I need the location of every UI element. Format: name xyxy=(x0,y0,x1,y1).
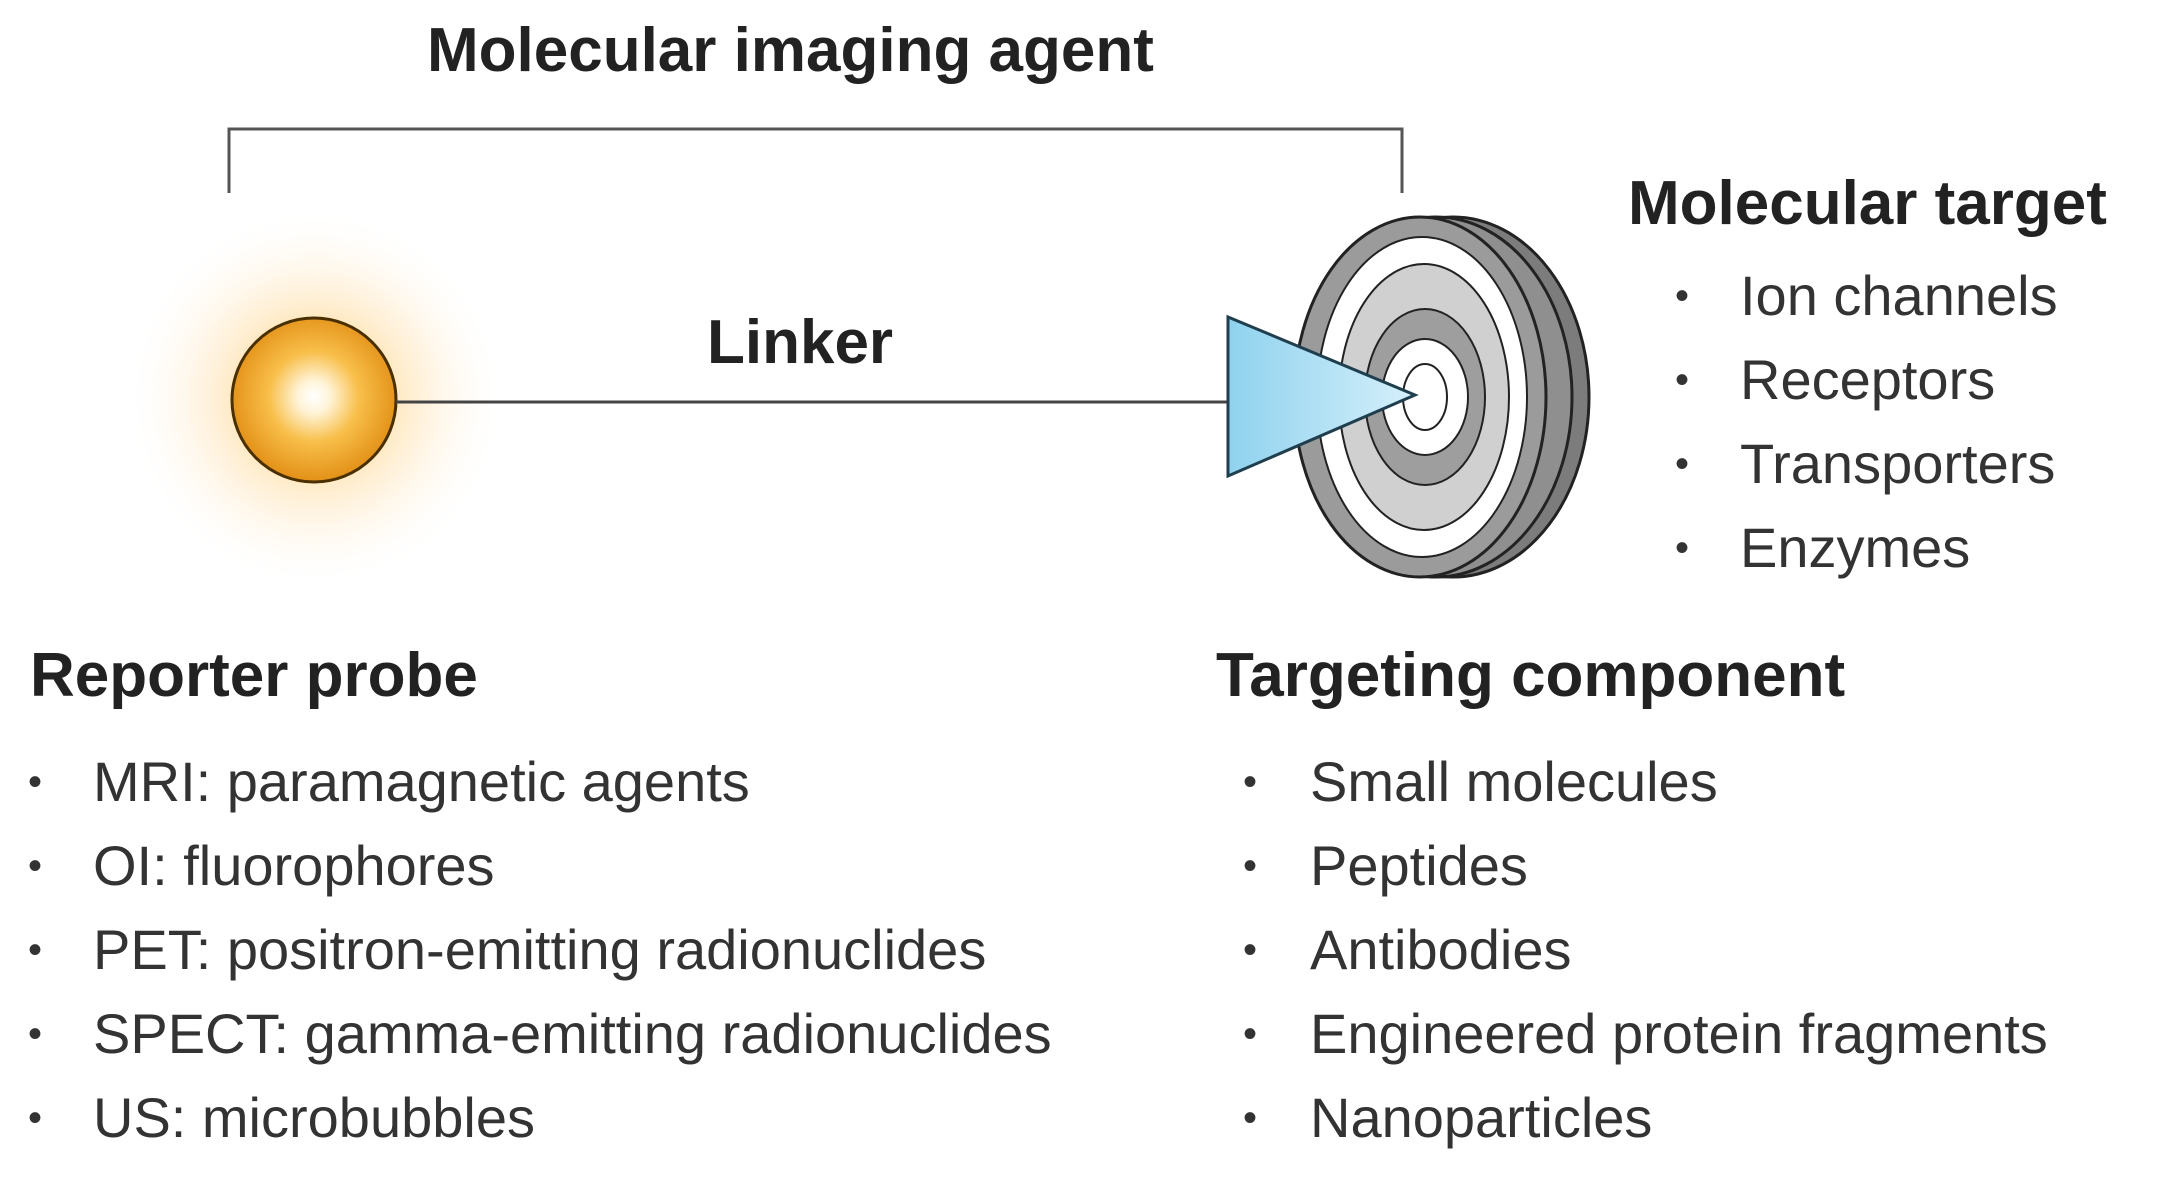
bullet-icon: • xyxy=(28,928,43,972)
list-item: •MRI: paramagnetic agents xyxy=(28,740,1148,824)
bullet-icon: • xyxy=(28,1012,43,1056)
reporter-title: Reporter probe xyxy=(30,641,478,710)
list-item: •SPECT: gamma-emitting radionuclides xyxy=(28,992,1148,1076)
bullet-icon: • xyxy=(28,760,43,804)
list-item: •OI: fluorophores xyxy=(28,824,1148,908)
targeting-title: Targeting component xyxy=(1216,641,1846,710)
bullet-icon: • xyxy=(1675,274,1690,318)
reporter-list: •MRI: paramagnetic agents •OI: fluoropho… xyxy=(28,740,1148,1160)
targeting-list: •Small molecules •Peptides •Antibodies •… xyxy=(1243,740,2143,1160)
list-item: •Antibodies xyxy=(1243,908,2143,992)
agent-bracket xyxy=(227,127,1404,193)
bullet-icon: • xyxy=(1675,526,1690,570)
list-item: •Engineered protein fragments xyxy=(1243,992,2143,1076)
list-item: •Enzymes xyxy=(1675,506,2135,590)
target-disk-icon xyxy=(1292,215,1591,579)
reporter-probe-sphere xyxy=(230,316,398,484)
list-item: •Transporters xyxy=(1675,422,2135,506)
agent-label: Molecular imaging agent xyxy=(427,16,1154,85)
list-item: •Nanoparticles xyxy=(1243,1076,2143,1160)
bullet-icon: • xyxy=(28,1096,43,1140)
list-item: •US: microbubbles xyxy=(28,1076,1148,1160)
bullet-icon: • xyxy=(1675,442,1690,486)
list-item: •Ion channels xyxy=(1675,254,2135,338)
target-title: Molecular target xyxy=(1628,169,2107,238)
list-item: •Small molecules xyxy=(1243,740,2143,824)
bullet-icon: • xyxy=(1675,358,1690,402)
target-list: •Ion channels •Receptors •Transporters •… xyxy=(1675,254,2135,590)
list-item: •Peptides xyxy=(1243,824,2143,908)
list-item: •PET: positron-emitting radionuclides xyxy=(28,908,1148,992)
bullet-icon: • xyxy=(28,844,43,888)
bullet-icon: • xyxy=(1243,844,1258,888)
bullet-icon: • xyxy=(1243,1096,1258,1140)
bullet-icon: • xyxy=(1243,928,1258,972)
bullet-icon: • xyxy=(1243,760,1258,804)
linker-label: Linker xyxy=(707,308,894,377)
list-item: •Receptors xyxy=(1675,338,2135,422)
targeting-arrowhead-icon xyxy=(1226,314,1419,479)
bullet-icon: • xyxy=(1243,1012,1258,1056)
